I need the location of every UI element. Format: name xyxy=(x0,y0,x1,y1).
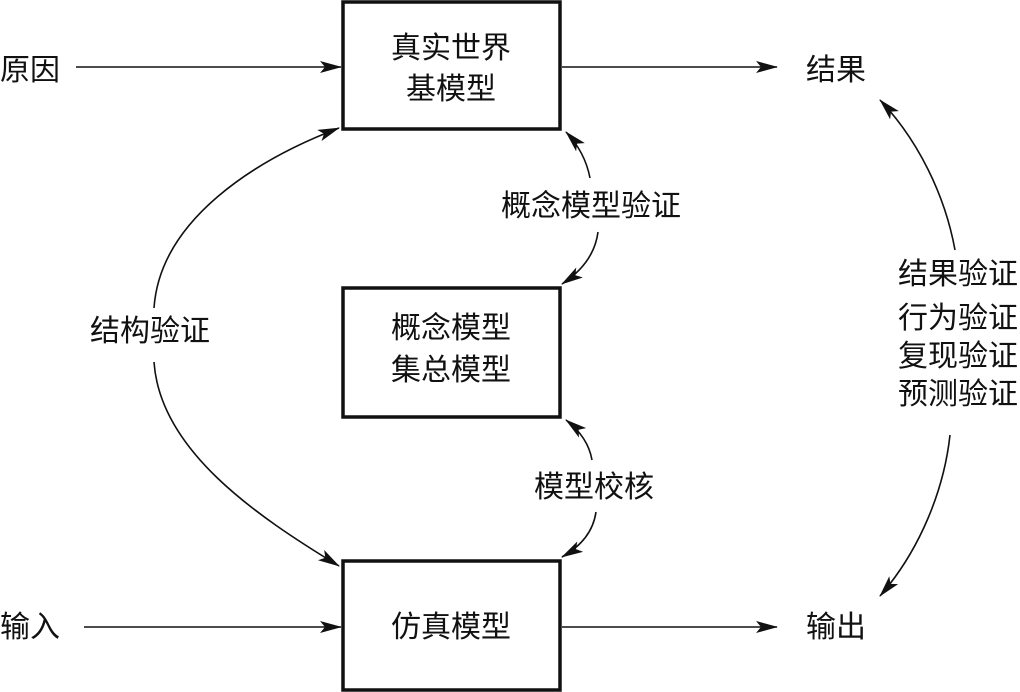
result-validation-arrow-down xyxy=(879,434,951,597)
real-world-label-line1: 真实世界 xyxy=(391,31,511,66)
real-world-model-box: 真实世界 基模型 xyxy=(341,0,562,131)
conceptual-validation-arrow-up xyxy=(565,131,591,179)
conceptual-label-line1: 概念模型 xyxy=(391,311,511,346)
real-world-label-line2: 基模型 xyxy=(406,72,496,107)
replication-validation-label: 复现验证 xyxy=(898,339,1018,374)
input-label: 输入 xyxy=(0,610,60,645)
model-verification-arrow-up xyxy=(565,419,593,461)
conceptual-label-line2: 集总模型 xyxy=(391,353,511,388)
conceptual-validation-label: 概念模型验证 xyxy=(501,189,681,224)
conceptual-model-box: 概念模型 集总模型 xyxy=(341,286,562,419)
behavior-validation-label: 行为验证 xyxy=(898,301,1018,336)
conceptual-validation-arrow-down xyxy=(561,231,599,285)
model-verification-label: 模型校核 xyxy=(534,470,654,505)
structural-validation-arrow-up xyxy=(153,127,340,309)
structural-validation-arrow-down xyxy=(153,361,340,567)
model-verification-arrow-down xyxy=(561,511,597,558)
simulation-label: 仿真模型 xyxy=(391,610,511,645)
output-label: 输出 xyxy=(806,610,866,645)
result-validation-arrow-up xyxy=(879,99,956,251)
simulation-model-box: 仿真模型 xyxy=(341,559,562,692)
prediction-validation-label: 预测验证 xyxy=(898,377,1018,412)
structural-validation-label: 结构验证 xyxy=(90,314,210,349)
result-label: 结果 xyxy=(806,53,866,88)
cause-label: 原因 xyxy=(0,53,60,88)
result-validation-label: 结果验证 xyxy=(898,257,1018,292)
